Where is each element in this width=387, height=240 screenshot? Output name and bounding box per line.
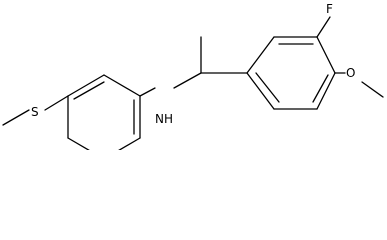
bond-ring1-nh (139, 87, 156, 97)
bond-ring1-e (67, 137, 90, 150)
bond-ring1-b (103, 74, 141, 97)
bond-ring2-f (246, 72, 275, 110)
bond-ring2-double-2 (312, 74, 329, 103)
atom-label-f: F (326, 2, 333, 16)
atom-label-nh: NH (155, 112, 173, 126)
atom-label-o: O (346, 66, 355, 80)
bond-ring1-double-1 (73, 81, 105, 100)
atom-label-s: S (31, 105, 39, 119)
bond-ring1-d (118, 137, 141, 150)
bond-o-ch3 (361, 81, 384, 98)
bond-s-ring1 (44, 95, 69, 111)
molecule-structure: S NH F O (2, 2, 384, 150)
bond-ch3-s (2, 109, 30, 126)
bond-ring2-d (316, 72, 336, 110)
bond-ring2-c (316, 36, 336, 74)
bond-nh-ch (173, 72, 202, 89)
bond-ring2-f-sub (316, 16, 331, 38)
bond-ring2-double-3 (255, 72, 280, 103)
bond-ring2-a (246, 36, 275, 74)
bond-ring1-a (67, 74, 105, 97)
